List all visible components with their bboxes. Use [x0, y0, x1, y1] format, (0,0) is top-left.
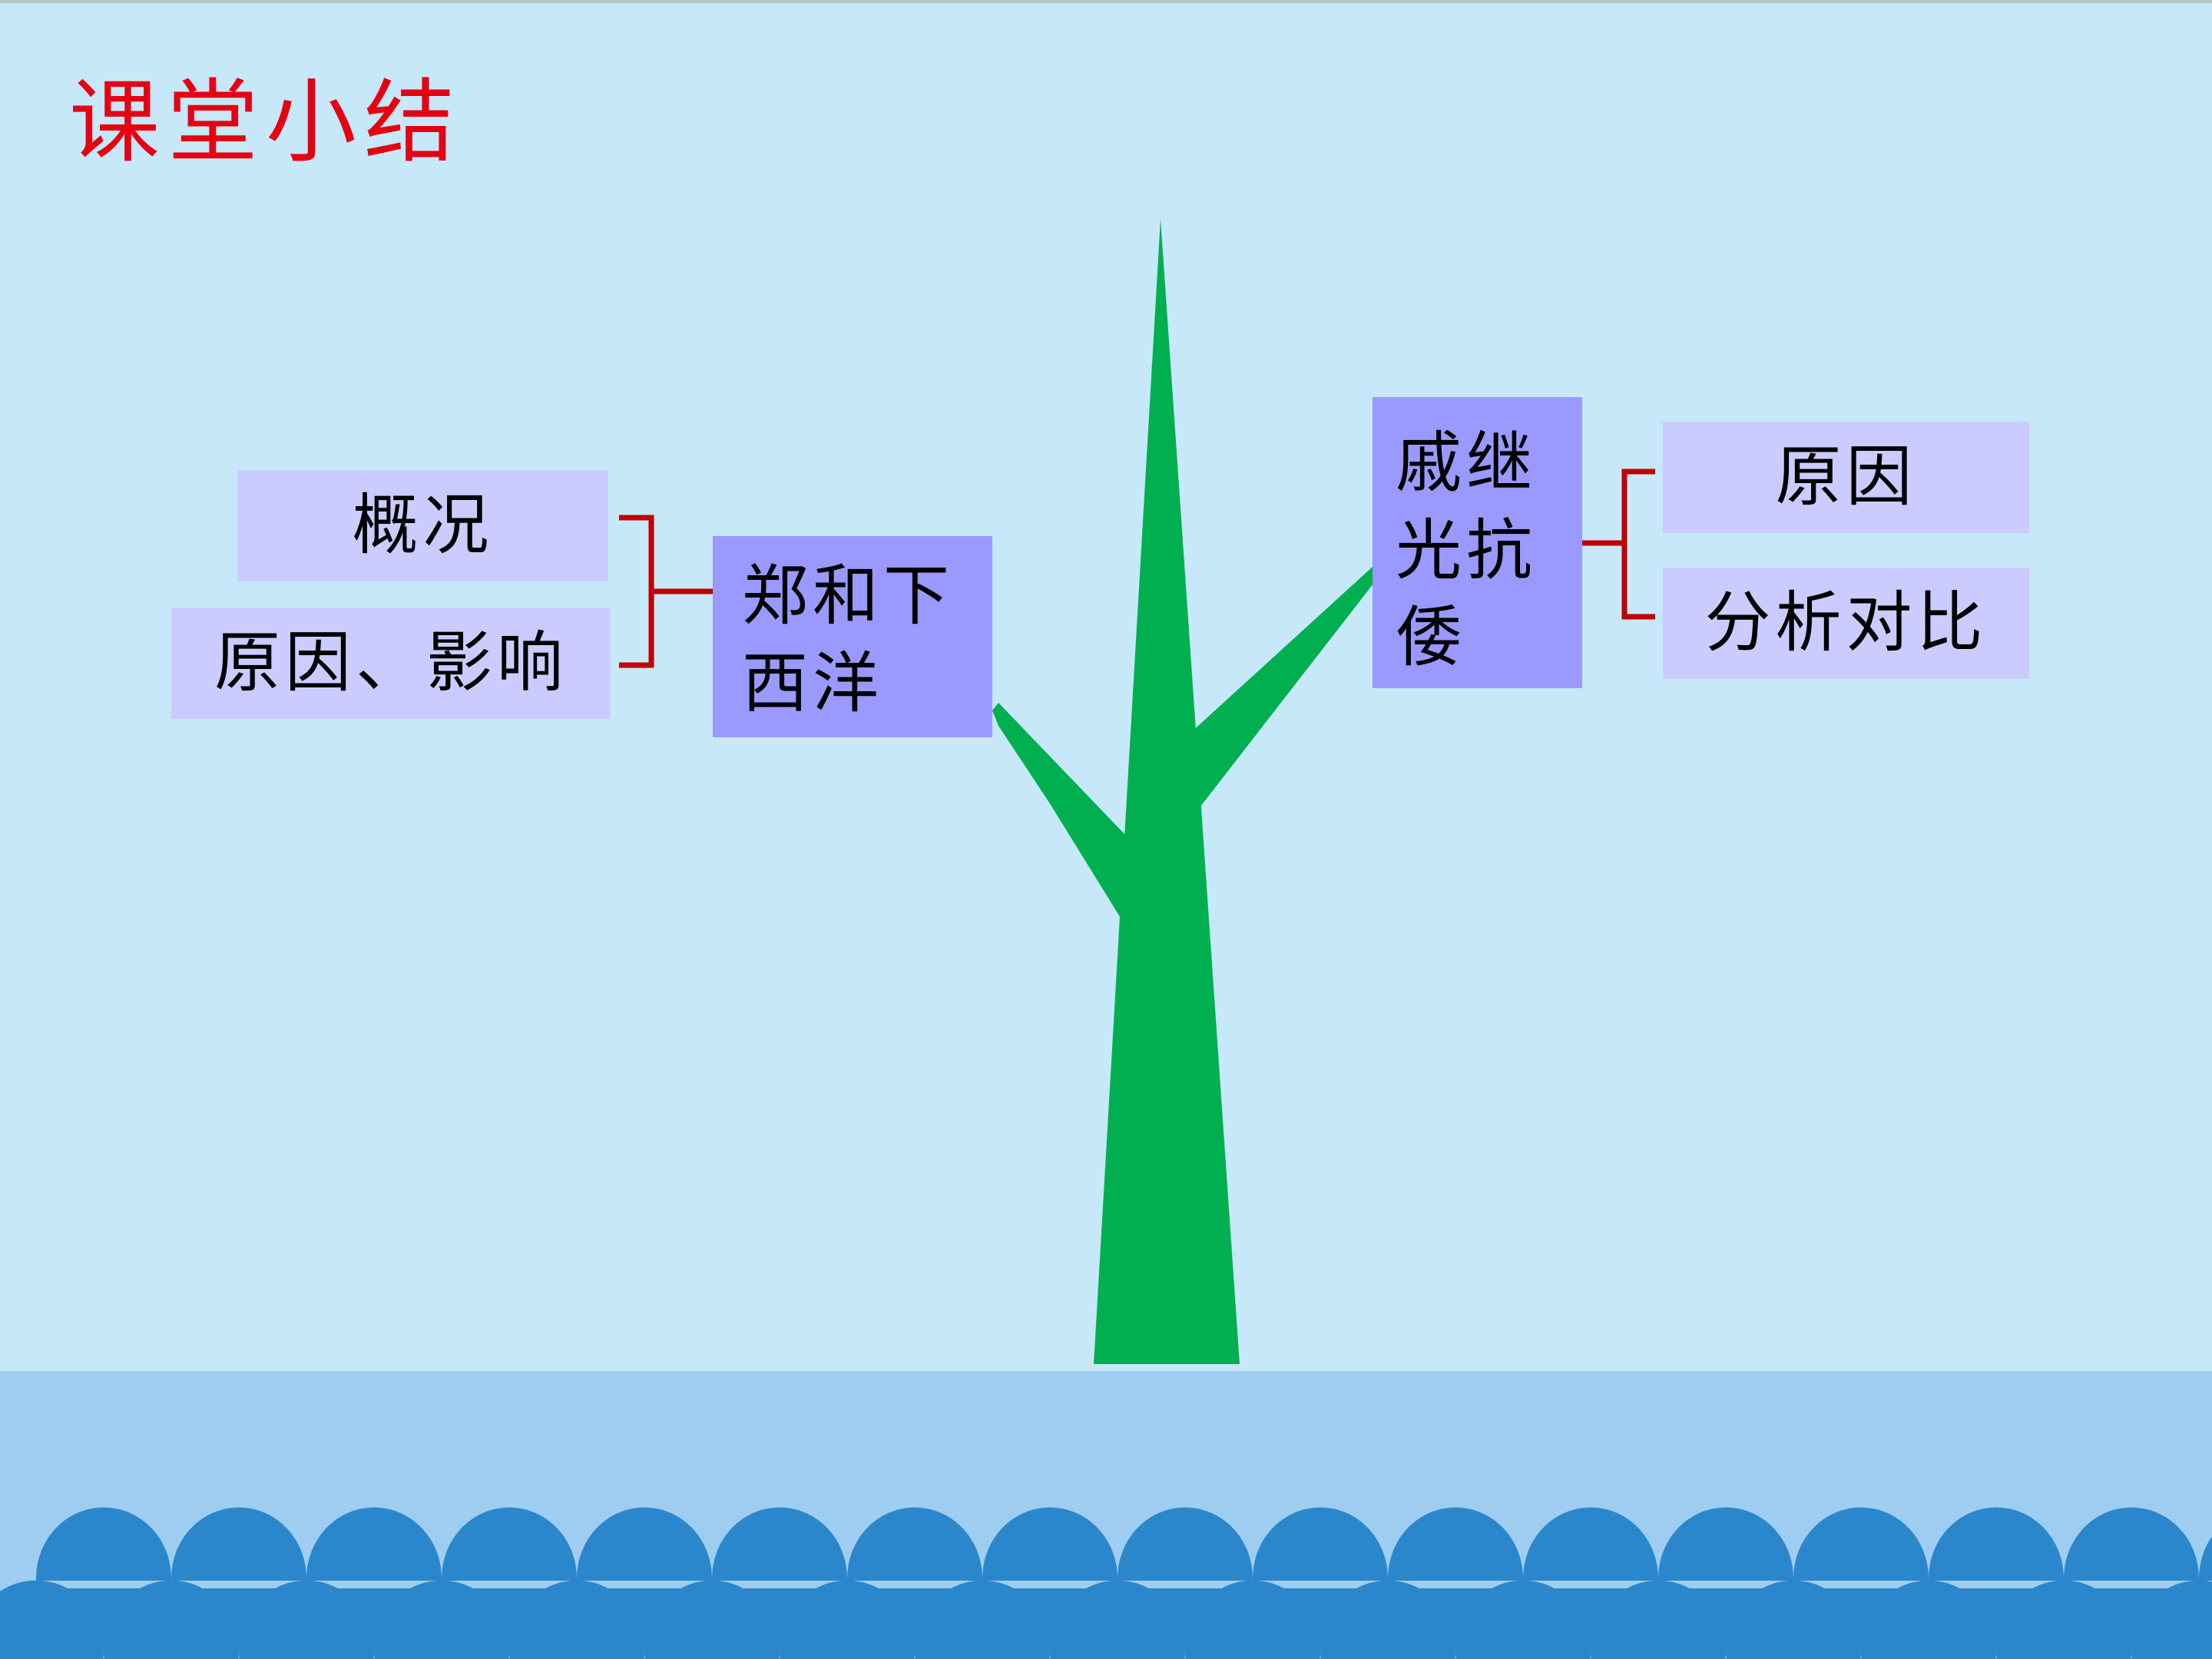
left-sub-box-1: 概况 [237, 470, 608, 581]
wave-bump [915, 1580, 1050, 1659]
tree-branch-right [1190, 567, 1373, 806]
left-sub-label-1: 概况 [352, 486, 494, 564]
waves-row-front [0, 1580, 2212, 1659]
wave-bump [1861, 1580, 1996, 1659]
right-sub-label-1: 原因 [1775, 438, 1917, 515]
wave-bump [104, 1580, 239, 1659]
wave-bump [374, 1580, 509, 1659]
page-title: 课堂小结 [69, 69, 463, 175]
left-sub-label-2: 原因、影响 [214, 624, 568, 701]
wave-bump [1455, 1580, 1591, 1659]
wave-bump [644, 1580, 780, 1659]
wave-bump [1591, 1580, 1726, 1659]
left-main-box: 郑和下西洋 [713, 536, 992, 737]
left-sub-box-2: 原因、影响 [171, 608, 611, 719]
right-sub-label-2: 分析对比 [1704, 584, 1988, 661]
right-main-label: 戚继光抗倭 [1396, 425, 1537, 677]
wave-bump [2131, 1580, 2212, 1659]
right-sub-box-1: 原因 [1663, 422, 2029, 533]
right-main-box: 戚继光抗倭 [1373, 397, 1582, 688]
top-border [0, 0, 2212, 3]
wave-bump [239, 1580, 374, 1659]
right-sub-box-2: 分析对比 [1663, 568, 2029, 679]
wave-bump [1050, 1580, 1185, 1659]
wave-bump [1996, 1580, 2131, 1659]
wave-bump [0, 1580, 104, 1659]
left-main-label: 郑和下西洋 [742, 558, 954, 722]
wave-bump [1320, 1580, 1455, 1659]
wave-bump [509, 1580, 644, 1659]
bracket-right [1582, 469, 1655, 620]
wave-bump [1185, 1580, 1320, 1659]
bracket-left [619, 515, 718, 668]
tree-branch-left-tip [992, 703, 1128, 922]
wave-bump [1726, 1580, 1861, 1659]
wave-bump [780, 1580, 915, 1659]
tree-trunk [1094, 219, 1240, 1364]
